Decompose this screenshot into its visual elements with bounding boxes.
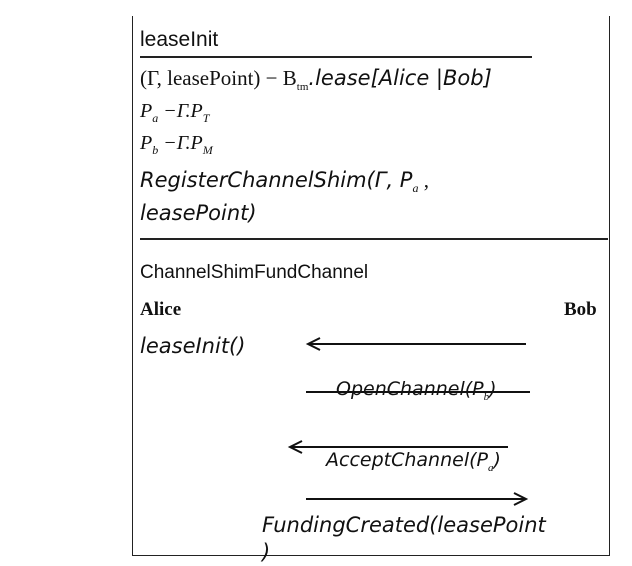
register-call-cont: leasePoint) — [140, 201, 257, 225]
lease-line-lhs: (Γ, leasePoint) − B — [140, 66, 297, 90]
pa-rhs: −Γ.P — [158, 100, 203, 122]
msg-acceptchannel: AcceptChannel(Pa) — [326, 449, 501, 474]
lease-line-sub: tm — [296, 81, 309, 94]
arrow-head-accept — [287, 440, 303, 454]
msg-fundingcreated-wrap: ) — [262, 540, 271, 564]
msg-openchannel-close: ) — [489, 378, 497, 400]
pb-rhs: −Γ.P — [158, 132, 203, 154]
msg-acceptchannel-close: ) — [493, 449, 501, 471]
register-call-sub: a — [412, 181, 419, 196]
pa-assignment: Pa −Γ.PT — [140, 100, 209, 126]
pb-assignment: Pb −Γ.PM — [140, 132, 213, 158]
msg-acceptchannel-sub: a — [487, 461, 494, 474]
register-call: RegisterChannelShim(Γ, Pa , — [140, 168, 429, 196]
pa-var: P — [140, 100, 153, 122]
leaseinit-call: leaseInit() — [140, 334, 246, 358]
pb-rhs-sub: M — [202, 143, 213, 157]
algorithm-title-leaseinit: leaseInit — [140, 28, 219, 51]
algorithm-frame — [132, 16, 610, 556]
msg-openchannel: OpenChannel(Pb) — [336, 378, 497, 403]
register-call-comma: , — [418, 168, 429, 192]
lease-line: (Γ, leasePoint) − Btm.lease[Alice |Bob] — [140, 66, 492, 93]
pb-var: P — [140, 132, 153, 154]
msg-openchannel-sub: b — [483, 390, 490, 403]
pa-sub: a — [152, 111, 159, 125]
lease-line-rhs: .lease[Alice |Bob] — [308, 66, 492, 90]
section-rule — [140, 238, 608, 240]
title-rule — [140, 56, 532, 58]
party-bob: Bob — [564, 299, 597, 320]
pa-rhs-sub: T — [202, 111, 210, 125]
msg-fundingcreated: FundingCreated(leasePoint — [262, 513, 546, 537]
arrow-head-1 — [305, 337, 321, 351]
arrow-head-funding — [513, 492, 529, 506]
register-call-text: RegisterChannelShim(Γ, P — [140, 168, 413, 192]
pb-sub: b — [152, 143, 159, 157]
algorithm-title-fundchannel: ChannelShimFundChannel — [140, 262, 369, 283]
party-alice: Alice — [140, 299, 182, 320]
msg-openchannel-text: OpenChannel(P — [336, 378, 484, 400]
msg-acceptchannel-text: AcceptChannel(P — [326, 449, 488, 471]
